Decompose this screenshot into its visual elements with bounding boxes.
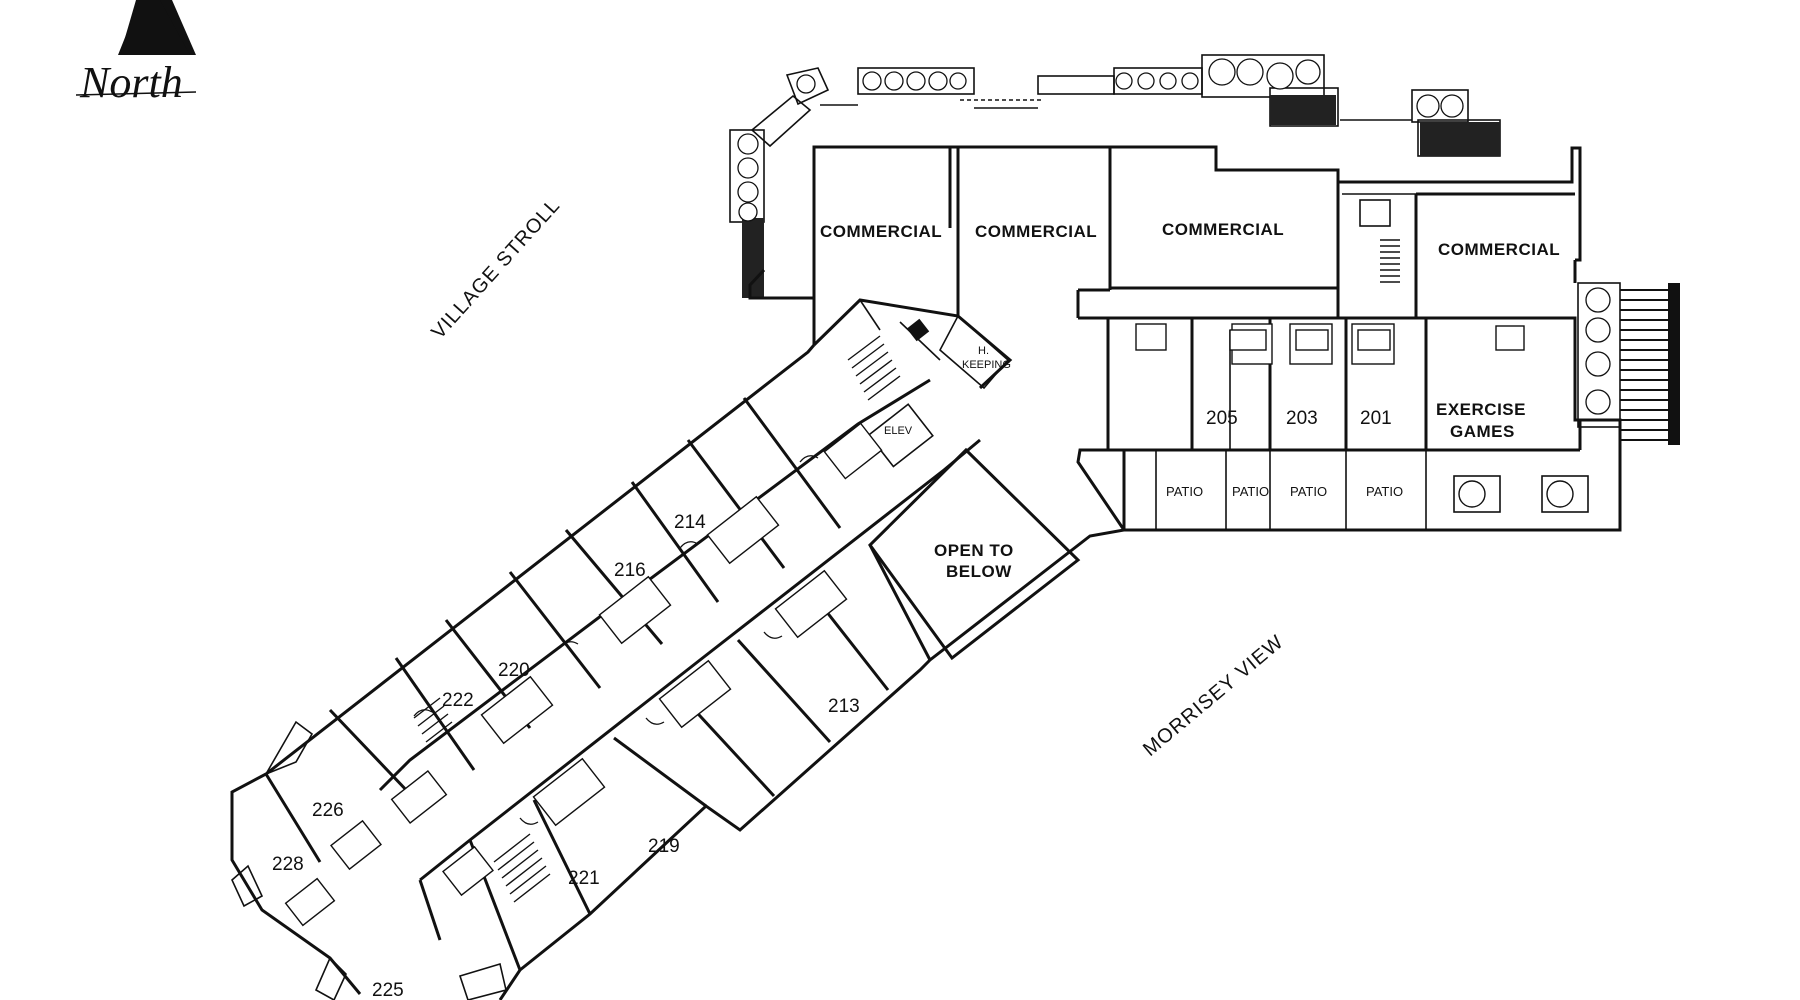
patio-label-3: PATIO [1290, 484, 1327, 499]
housekeeping-label-1: H. [978, 345, 989, 357]
room-number-216: 216 [614, 560, 646, 581]
room-number-203: 203 [1286, 408, 1318, 429]
room-number-228: 228 [272, 854, 304, 875]
commercial-labels: COMMERCIAL COMMERCIAL COMMERCIAL COMMERC… [820, 220, 1560, 259]
hot-tub-icon [1453, 475, 1589, 513]
housekeeping-label-2: KEEPING [962, 359, 1011, 371]
atrium-label-2: BELOW [946, 562, 1012, 581]
street-label-morrisey-view: MORRISEY VIEW [1139, 631, 1288, 761]
patio-label-2: PATIO [1232, 484, 1269, 499]
room-number-205: 205 [1206, 408, 1238, 429]
east-room-numbers: 205 203 201 [1206, 408, 1392, 429]
planters-north [820, 54, 1501, 157]
atrium-label-1: OPEN TO [934, 541, 1014, 560]
elevator-label: ELEV [884, 425, 913, 437]
amenity-label-1: EXERCISE [1436, 400, 1526, 419]
wing-room-numbers: 214 216 220 222 226 228 213 219 221 225 [272, 512, 860, 1000]
patio-labels: PATIO PATIO PATIO PATIO [1166, 484, 1403, 499]
room-number-219: 219 [648, 836, 680, 857]
room-number-221: 221 [568, 868, 600, 889]
room-number-222: 222 [442, 690, 474, 711]
patio-label-4: PATIO [1366, 484, 1403, 499]
commercial-label-3: COMMERCIAL [1162, 220, 1284, 239]
commercial-label-4: COMMERCIAL [1438, 240, 1560, 259]
north-compass: North [75, 0, 197, 107]
room-number-201: 201 [1360, 408, 1392, 429]
room-number-213: 213 [828, 696, 860, 717]
planters-northwest [729, 67, 830, 298]
room-number-220: 220 [498, 660, 530, 681]
room-number-214: 214 [674, 512, 706, 533]
commercial-label-2: COMMERCIAL [975, 222, 1097, 241]
commercial-label-1: COMMERCIAL [820, 222, 942, 241]
patio-label-1: PATIO [1166, 484, 1203, 499]
north-label: North [79, 58, 183, 107]
planters-east [1577, 282, 1680, 445]
amenity-label-2: GAMES [1450, 422, 1515, 441]
room-number-226: 226 [312, 800, 344, 821]
room-number-225: 225 [372, 980, 404, 1000]
building-outline [748, 145, 1622, 532]
diagonal-wing [230, 298, 1126, 1000]
street-label-village-stroll: VILLAGE STROLL [427, 194, 564, 343]
